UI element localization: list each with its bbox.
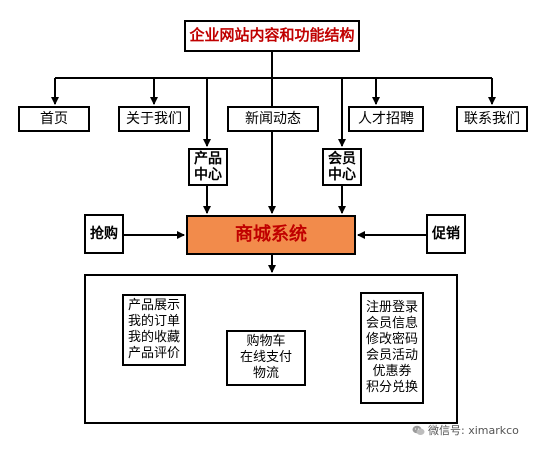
member-center-line1: 会员 [328,150,356,167]
nav-home: 首页 [18,106,90,132]
nav-careers: 人才招聘 [348,106,424,132]
member-center-line2: 中心 [328,167,356,183]
feature-group-products: 产品展示 我的订单 我的收藏 产品评价 [122,294,186,366]
product-center-line1: 产品 [194,150,222,167]
feature-group-members: 注册登录 会员信息 修改密码 会员活动 优惠券 积分兑换 [360,292,424,404]
feature-item: 会员信息 [365,316,418,332]
feature-item: 优惠券 [372,363,412,379]
feature-item: 产品展示 [127,298,180,314]
feature-group-checkout: 购物车 在线支付 物流 [226,330,306,386]
feature-item: 注册登录 [365,300,418,316]
nav-about-us: 关于我们 [118,106,190,132]
wechat-icon [412,425,425,435]
diagram-title: 企业网站内容和功能结构 [184,20,360,52]
product-center-line2: 中心 [194,167,222,183]
feature-item: 我的订单 [127,314,180,330]
mall-system-box: 商城系统 [186,215,356,255]
product-center: 产品 中心 [188,148,228,186]
feature-item: 我的收藏 [127,330,180,345]
feature-item: 物流 [252,365,279,381]
rush-buy-box: 抢购 [84,214,124,254]
member-center: 会员 中心 [322,148,362,186]
watermark: 微信号: ximarkco [412,422,519,438]
feature-item: 购物车 [246,334,286,350]
feature-item: 产品评价 [127,345,180,361]
feature-item: 在线支付 [239,350,292,366]
watermark-text: 微信号: ximarkco [428,424,519,437]
feature-item: 修改密码 [365,332,418,348]
promotion-box: 促销 [426,214,466,254]
feature-item: 会员活动 [365,348,418,363]
feature-item: 积分兑换 [365,379,418,395]
nav-contact-us: 联系我们 [456,106,528,132]
nav-news: 新闻动态 [227,106,319,132]
